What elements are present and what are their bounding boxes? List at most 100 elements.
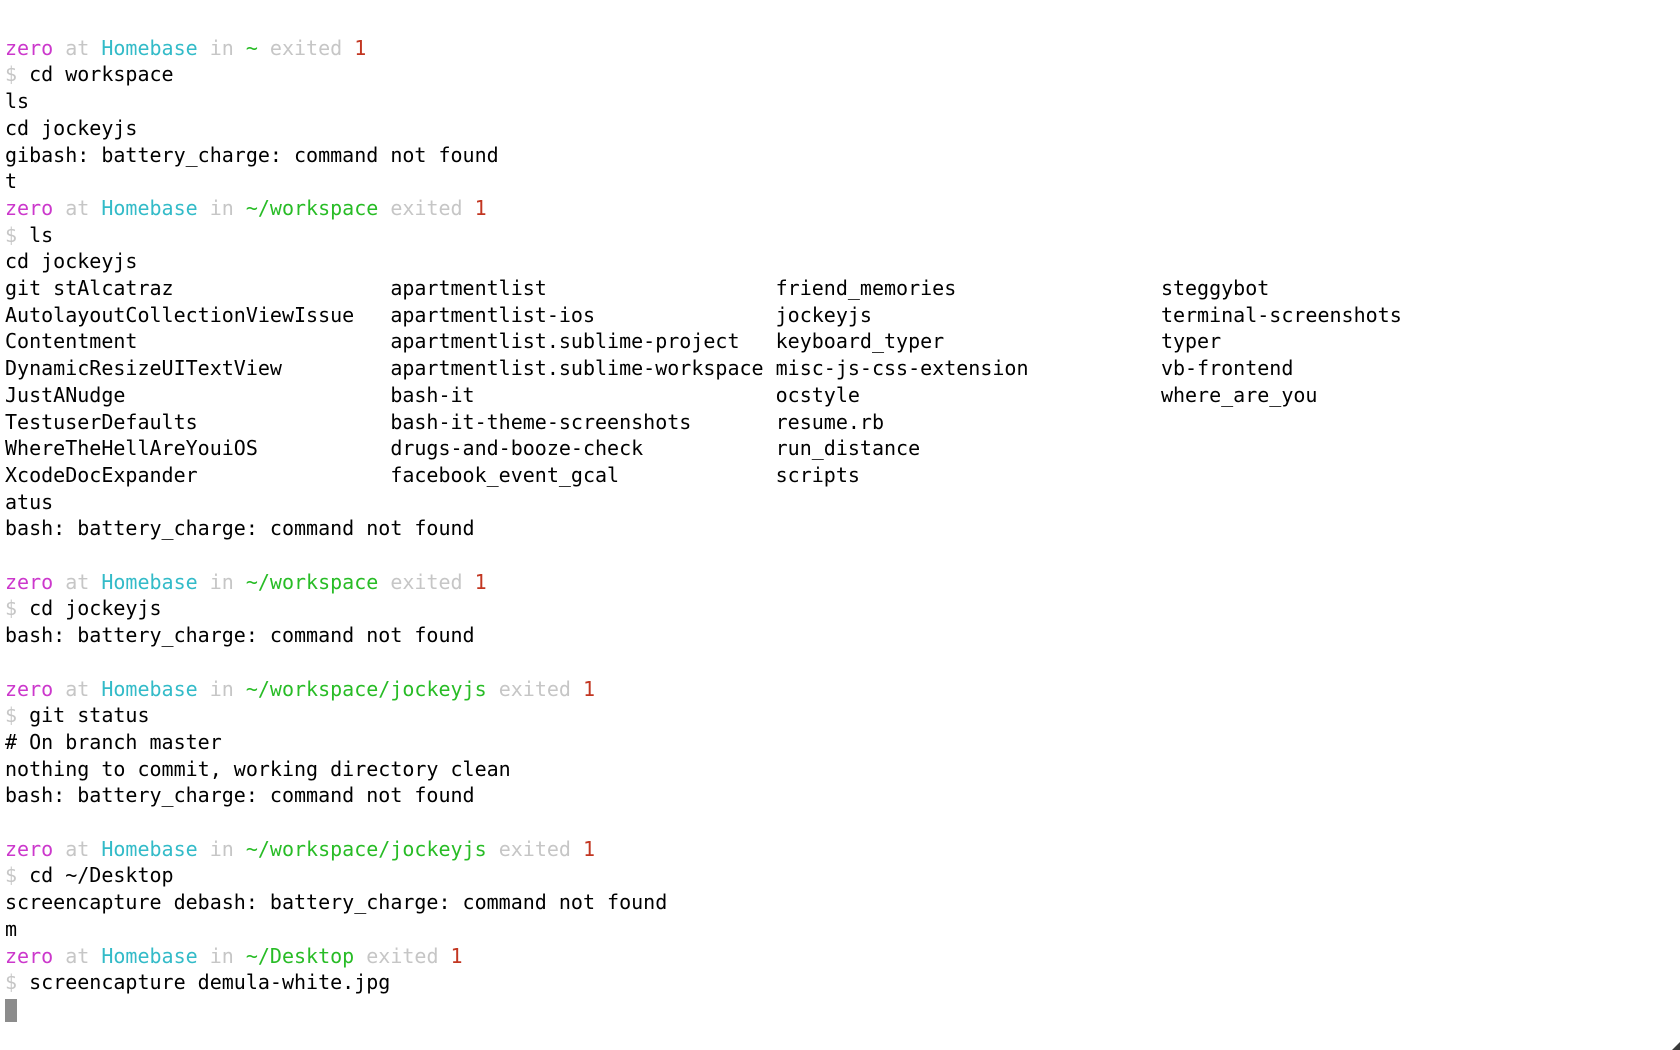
prompt-line: zero at Homebase in ~ exited 1 xyxy=(5,35,1680,62)
output-line: ls xyxy=(5,88,1680,115)
command-line: $ screencapture demula-white.jpg xyxy=(5,969,1680,996)
output-text: ls xyxy=(5,89,30,114)
command-line: $ ls xyxy=(5,222,1680,249)
prompt-sep: in xyxy=(197,943,246,968)
prompt-exit-label: exited xyxy=(354,943,451,968)
prompt-sep: in xyxy=(197,836,246,861)
prompt-sep: in xyxy=(197,676,246,701)
output-text: t xyxy=(5,169,18,194)
prompt-exit-label: exited xyxy=(378,195,475,220)
blank-line xyxy=(5,542,1680,569)
prompt-exit-label: exited xyxy=(378,569,475,594)
prompt-sep: at xyxy=(53,195,102,220)
command-text: cd ~/Desktop xyxy=(17,863,174,888)
command-line: $ git status xyxy=(5,702,1680,729)
command-line: $ cd ~/Desktop xyxy=(5,862,1680,889)
output-text: bash: battery_charge: command not found xyxy=(5,516,475,541)
resize-grip-icon[interactable] xyxy=(1672,1042,1680,1050)
prompt-sep: at xyxy=(53,676,102,701)
output-text: Contentment apartmentlist.sublime-projec… xyxy=(5,329,1222,354)
prompt-line: zero at Homebase in ~/workspace exited 1 xyxy=(5,195,1680,222)
output-text: gibash: battery_charge: command not foun… xyxy=(5,142,499,167)
ls-row: WhereTheHellAreYouiOS drugs-and-booze-ch… xyxy=(5,435,1680,462)
ls-row: Contentment apartmentlist.sublime-projec… xyxy=(5,328,1680,355)
command-line: $ cd workspace xyxy=(5,61,1680,88)
prompt-exit-label: exited xyxy=(257,35,355,60)
prompt-user: zero xyxy=(5,836,54,861)
output-text: m xyxy=(5,916,18,941)
prompt-line: zero at Homebase in ~/workspace exited 1 xyxy=(5,569,1680,596)
output-line: cd jockeyjs xyxy=(5,115,1680,142)
output-line: nothing to commit, working directory cle… xyxy=(5,756,1680,783)
output-text: XcodeDocExpander facebook_event_gcal scr… xyxy=(5,462,860,487)
prompt-sep: at xyxy=(53,35,102,60)
ls-row: JustANudge bash-it ocstyle where_are_you xyxy=(5,382,1680,409)
prompt-exit-code: 1 xyxy=(583,676,596,701)
prompt-exit-label: exited xyxy=(486,836,583,861)
prompt-path: ~/workspace xyxy=(245,569,379,594)
prompt-user: zero xyxy=(5,943,54,968)
command-text: screencapture demula-white.jpg xyxy=(17,970,391,995)
prompt-symbol: $ xyxy=(5,970,18,995)
prompt-symbol: $ xyxy=(5,62,18,87)
terminal-cursor xyxy=(5,998,17,1022)
output-text: AutolayoutCollectionViewIssue apartmentl… xyxy=(5,302,1402,327)
command-line: $ cd jockeyjs xyxy=(5,595,1680,622)
prompt-path: ~/workspace xyxy=(245,195,379,220)
prompt-line: zero at Homebase in ~/workspace/jockeyjs… xyxy=(5,676,1680,703)
ls-row: git stAlcatraz apartmentlist friend_memo… xyxy=(5,275,1680,302)
prompt-sep: at xyxy=(53,836,102,861)
prompt-exit-code: 1 xyxy=(354,35,367,60)
prompt-symbol: $ xyxy=(5,596,18,621)
prompt-line: zero at Homebase in ~/workspace/jockeyjs… xyxy=(5,836,1680,863)
command-text: cd jockeyjs xyxy=(17,596,162,621)
prompt-exit-code: 1 xyxy=(474,569,487,594)
ls-row: DynamicResizeUITextView apartmentlist.su… xyxy=(5,355,1680,382)
output-line: bash: battery_charge: command not found xyxy=(5,782,1680,809)
output-line: bash: battery_charge: command not found xyxy=(5,622,1680,649)
prompt-user: zero xyxy=(5,676,54,701)
prompt-line: zero at Homebase in ~/Desktop exited 1 xyxy=(5,943,1680,970)
prompt-symbol: $ xyxy=(5,703,18,728)
prompt-sep: at xyxy=(53,943,102,968)
prompt-host: Homebase xyxy=(101,35,198,60)
prompt-sep: in xyxy=(197,195,246,220)
command-text: git status xyxy=(17,703,150,728)
output-line: cd jockeyjs xyxy=(5,248,1680,275)
output-line: screencapture debash: battery_charge: co… xyxy=(5,889,1680,916)
output-text: bash: battery_charge: command not found xyxy=(5,783,475,808)
output-line: m xyxy=(5,916,1680,943)
prompt-path: ~/workspace/jockeyjs xyxy=(245,836,487,861)
prompt-sep: in xyxy=(197,35,246,60)
prompt-user: zero xyxy=(5,35,54,60)
ls-row: TestuserDefaults bash-it-theme-screensho… xyxy=(5,409,1680,436)
ls-row: AutolayoutCollectionViewIssue apartmentl… xyxy=(5,302,1680,329)
prompt-path: ~/Desktop xyxy=(245,943,355,968)
prompt-user: zero xyxy=(5,569,54,594)
blank-line xyxy=(5,649,1680,676)
output-text: # On branch master xyxy=(5,729,222,754)
prompt-host: Homebase xyxy=(101,676,198,701)
output-text: bash: battery_charge: command not found xyxy=(5,623,475,648)
prompt-path: ~ xyxy=(245,35,258,60)
output-text: JustANudge bash-it ocstyle where_are_you xyxy=(5,382,1318,407)
prompt-exit-code: 1 xyxy=(474,195,487,220)
prompt-path: ~/workspace/jockeyjs xyxy=(245,676,487,701)
blank-line xyxy=(5,809,1680,836)
prompt-exit-label: exited xyxy=(486,676,583,701)
prompt-user: zero xyxy=(5,195,54,220)
output-text: atus xyxy=(5,489,54,514)
prompt-host: Homebase xyxy=(101,836,198,861)
cursor-line xyxy=(5,996,1680,1026)
prompt-sep: in xyxy=(197,569,246,594)
prompt-exit-code: 1 xyxy=(450,943,463,968)
prompt-host: Homebase xyxy=(101,195,198,220)
prompt-exit-code: 1 xyxy=(583,836,596,861)
output-text: nothing to commit, working directory cle… xyxy=(5,756,511,781)
command-text: ls xyxy=(17,222,54,247)
blank-line xyxy=(5,8,1680,35)
ls-row: XcodeDocExpander facebook_event_gcal scr… xyxy=(5,462,1680,489)
command-text: cd workspace xyxy=(17,62,174,87)
output-line: # On branch master xyxy=(5,729,1680,756)
